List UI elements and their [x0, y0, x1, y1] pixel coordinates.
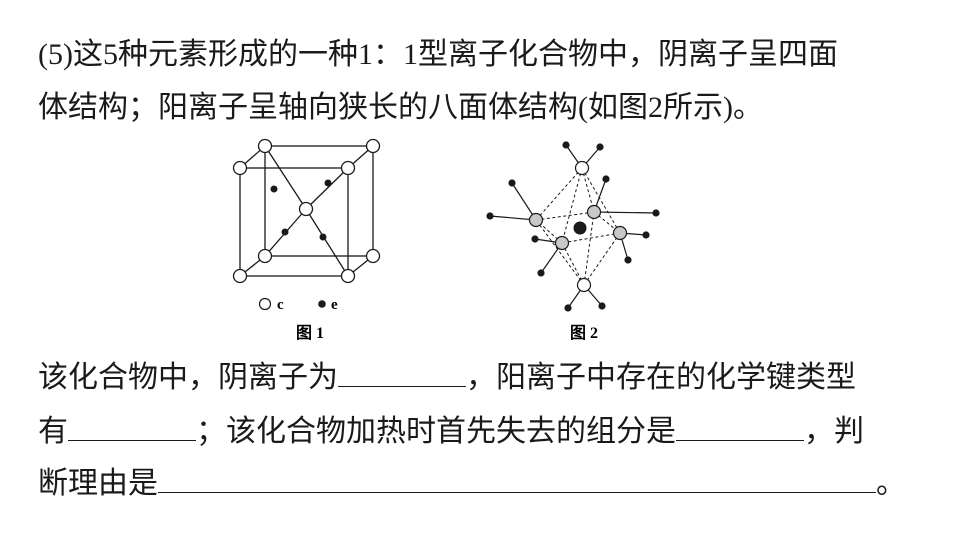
- bond-line: [264, 145, 307, 210]
- bond-line: [305, 167, 349, 210]
- cube-back-face: [264, 145, 374, 257]
- bond-line: [305, 208, 349, 277]
- question-line-3: 该化合物中，阴离子为 ，阳离子中存在的化学键类型: [38, 356, 856, 398]
- figure-2-octahedron-diagram: 图 2: [486, 141, 660, 342]
- atom-c: [340, 268, 356, 284]
- text-segment: 1: [402, 38, 418, 71]
- cube-front-face: [239, 167, 349, 277]
- question-line-5: 断理由是 。: [38, 462, 906, 504]
- legend-c-symbol: [258, 297, 272, 311]
- text-segment: 型离子化合物中，阴离子呈四面: [417, 37, 838, 72]
- text-segment: ：: [372, 37, 403, 72]
- answer-blank-component[interactable]: [676, 410, 804, 441]
- atom-c: [257, 138, 273, 154]
- text-segment: 所示: [663, 90, 723, 125]
- atom-c-center: [298, 201, 314, 217]
- text-segment: 断理由是: [38, 466, 158, 501]
- text-segment: (: [578, 91, 588, 124]
- text-segment: 体结构；阳离子呈轴向狭长的八面体结构: [38, 90, 578, 125]
- answer-blank-bond-type[interactable]: [68, 410, 196, 441]
- atom-e: [324, 179, 332, 187]
- figure-2-caption: 图 2: [570, 324, 598, 342]
- text-segment: 有: [38, 414, 68, 449]
- answer-blank-anion[interactable]: [338, 356, 466, 387]
- text-segment: ；该化合物加热时首先失去的组分是: [196, 414, 676, 449]
- text-segment: ，阳离子中存在的化学键类型: [466, 360, 856, 395]
- text-segment: 种元素形成的一种: [117, 37, 358, 72]
- text-segment: ，判: [804, 414, 864, 449]
- text-segment: 5: [102, 38, 118, 71]
- text-segment: ): [723, 91, 733, 124]
- text-segment: 2: [648, 91, 663, 124]
- question-line-2: 体结构；阳离子呈轴向狭长的八面体结构(如图2所示)。: [38, 88, 763, 128]
- legend-e-symbol: [318, 300, 326, 308]
- atom-e: [319, 233, 327, 241]
- atom-c: [257, 248, 273, 264]
- text-segment: 这: [72, 37, 103, 72]
- atom-e: [281, 228, 289, 236]
- figure-1-cube-diagram: c e 图 1: [232, 138, 381, 342]
- text-segment: 如图: [588, 90, 648, 125]
- legend-e-label: e: [331, 297, 338, 313]
- answer-blank-reason[interactable]: [158, 462, 876, 493]
- atom-c: [365, 138, 381, 154]
- text-segment: 1: [357, 38, 373, 71]
- figure-1-caption: 图 1: [296, 324, 324, 342]
- question-line-1: (5)这5种元素形成的一种1：1型离子化合物中，阴离子呈四面: [38, 35, 838, 75]
- question-line-4: 有 ；该化合物加热时首先失去的组分是 ，判: [38, 410, 864, 452]
- text-segment: 。: [733, 90, 763, 125]
- text-segment: 该化合物中，阴离子为: [38, 360, 338, 395]
- central-atom: [573, 221, 587, 235]
- atom-e: [270, 185, 278, 193]
- atom-c: [340, 160, 356, 176]
- atom-c: [232, 160, 248, 176]
- atom-c: [365, 248, 381, 264]
- legend-c-label: c: [277, 297, 284, 313]
- question-number: (5): [38, 38, 73, 71]
- text-segment: 。: [876, 466, 906, 501]
- atom-c: [232, 268, 248, 284]
